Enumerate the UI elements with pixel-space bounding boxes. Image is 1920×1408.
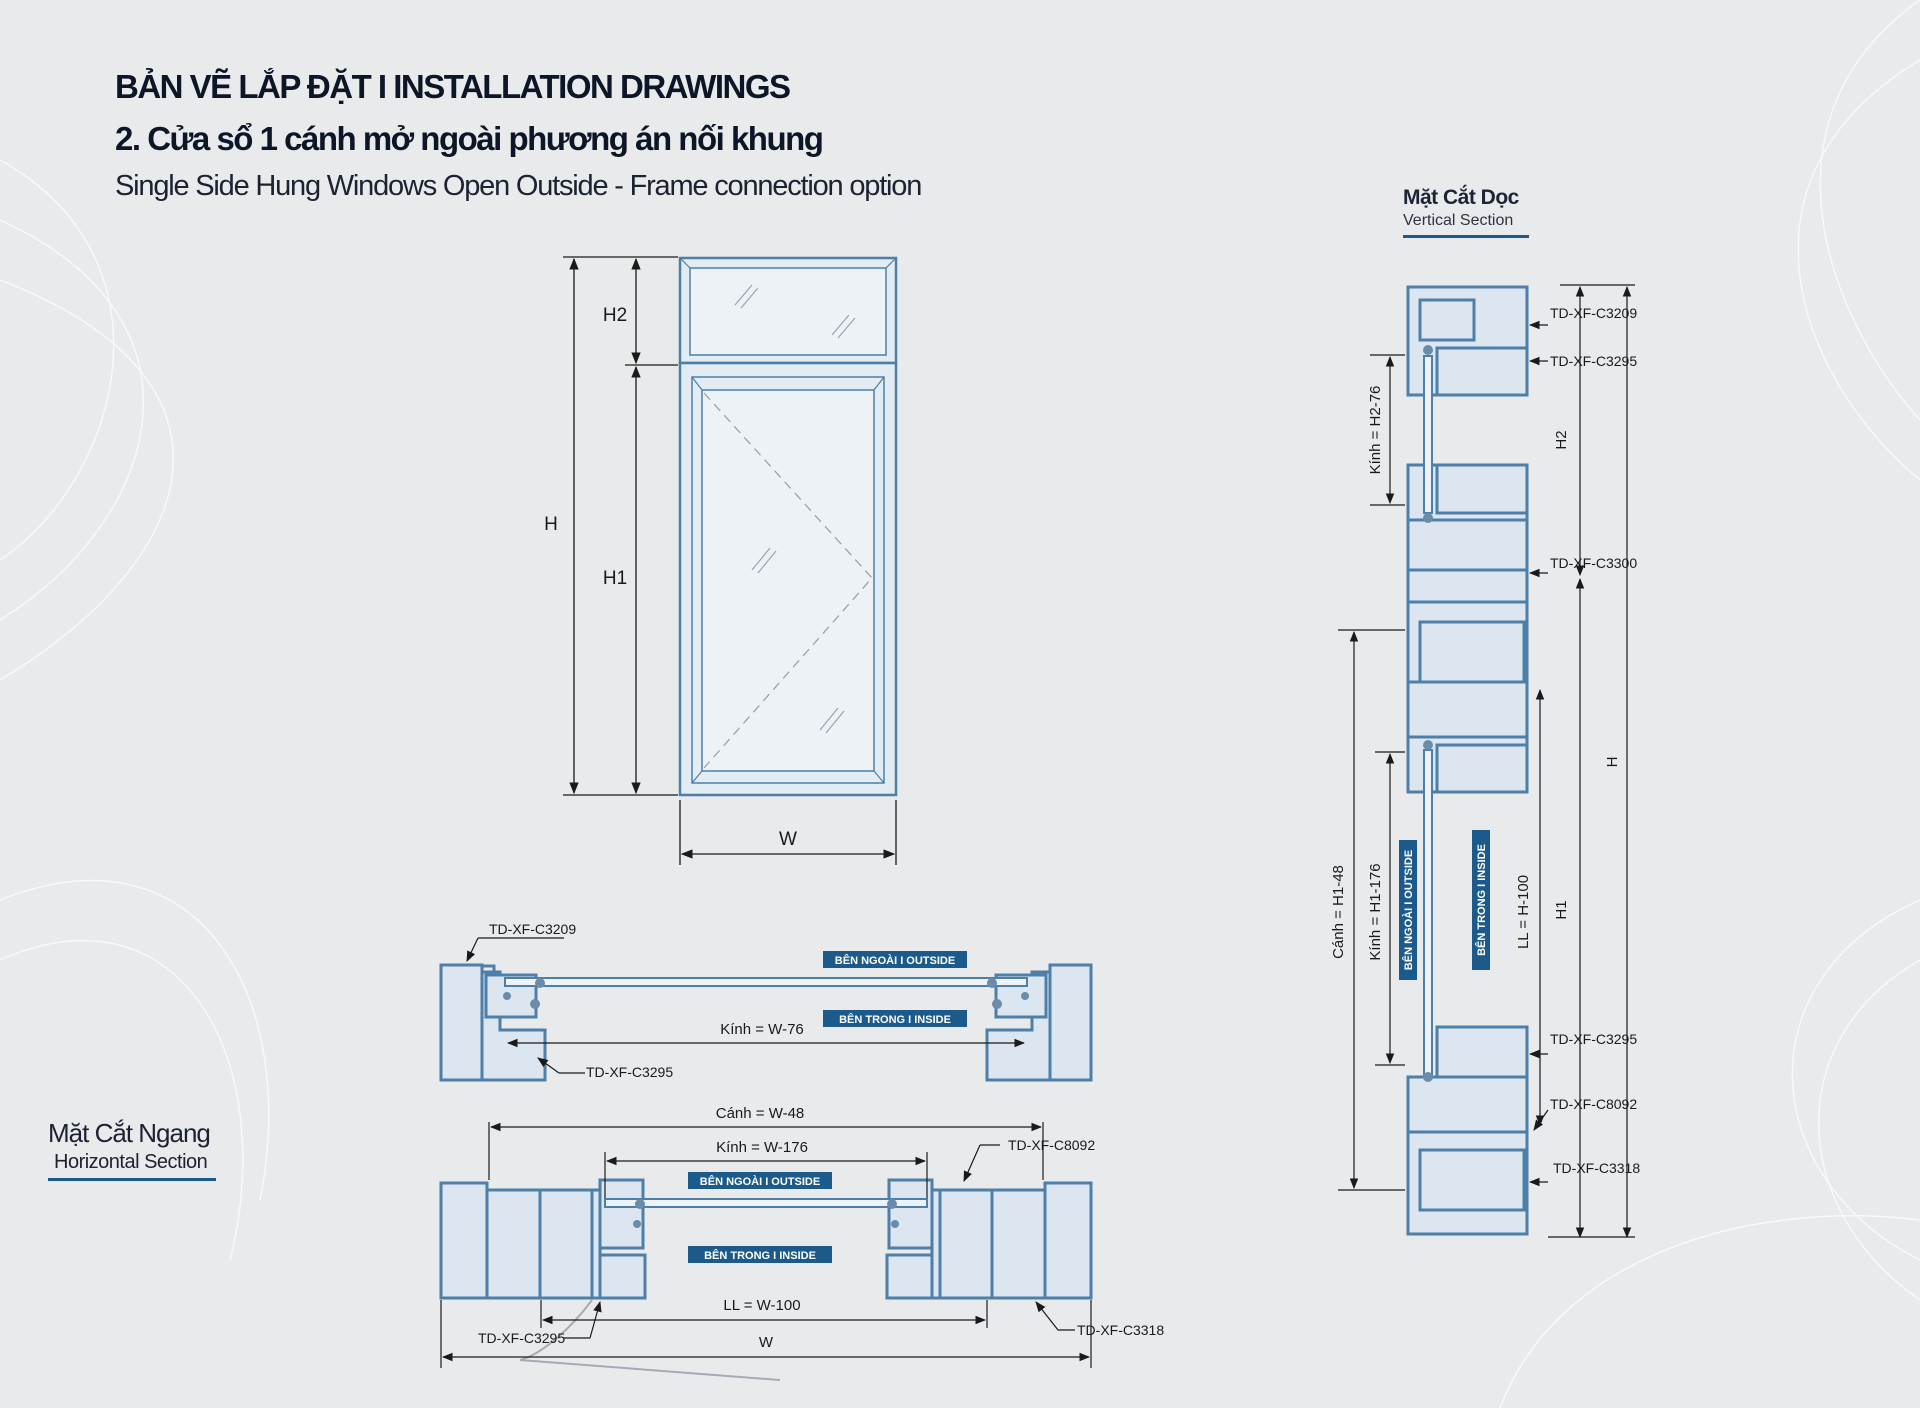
outside-tag-vertical xyxy=(1399,840,1417,980)
horizontal-section-top: BÊN NGOÀI I OUTSIDE BÊN TRONG I INSIDE K… xyxy=(439,921,1093,1082)
horizontal-section-subtitle: Horizontal Section xyxy=(54,1151,208,1173)
dim-w-bottom: W xyxy=(759,1334,774,1351)
horizontal-section-label: Mặt Cắt Ngang Horizontal Section xyxy=(48,1118,216,1181)
page-subtitle-vi: 2. Cửa sổ 1 cánh mở ngoài phương án nối … xyxy=(115,120,824,157)
profile-tag-c3295-vertical-bottom: TD-XF-C3295 xyxy=(1550,1031,1637,1047)
profile-tag-c3209-top: TD-XF-C3209 xyxy=(489,921,576,937)
glass-reflection xyxy=(734,284,856,734)
dim-glass-h2-76: Kính = H2-76 xyxy=(1367,386,1384,475)
title-block: BẢN VẼ LẮP ĐẶT I INSTALLATION DRAWINGS 2… xyxy=(115,68,922,203)
dim-h-vertical: H xyxy=(1604,757,1621,768)
profile-tag-c3295-bottom: TD-XF-C3295 xyxy=(478,1330,565,1346)
transom-glass xyxy=(689,267,887,356)
inside-tag-vertical xyxy=(1472,830,1490,970)
dim-glass-w76: Kính = W-76 xyxy=(720,1021,804,1038)
outside-tag-bottom-text: BÊN NGOÀI I OUTSIDE xyxy=(700,1175,820,1188)
profile-tag-c8092-vertical: TD-XF-C8092 xyxy=(1550,1096,1637,1112)
outside-tag-bottom xyxy=(688,1172,832,1189)
vertical-section-label: Mặt Cắt Dọc Vertical Section xyxy=(1403,186,1529,238)
profile-tag-c3318-vertical: TD-XF-C3318 xyxy=(1553,1160,1640,1176)
inside-tag-top xyxy=(823,1010,967,1027)
horizontal-section-rule xyxy=(48,1178,216,1181)
dim-glass-h1-176: Kính = H1-176 xyxy=(1367,863,1384,960)
vertical-section: BÊN NGOÀI I OUTSIDE BÊN TRONG I INSIDE xyxy=(1330,284,1640,1239)
inside-tag-top-text: BÊN TRONG I INSIDE xyxy=(839,1013,951,1026)
vertical-section-rule xyxy=(1403,235,1529,238)
profile-tag-c3295-vertical-top: TD-XF-C3295 xyxy=(1550,353,1637,369)
elevation-dimensions xyxy=(563,256,897,865)
sash-glass xyxy=(701,389,875,772)
dim-w: W xyxy=(779,829,797,850)
dim-glass-w176: Kính = W-176 xyxy=(716,1139,808,1156)
inside-tag-bottom-text: BÊN TRONG I INSIDE xyxy=(704,1249,816,1262)
opening-indicator xyxy=(703,392,873,769)
profile-tag-c3209-vertical: TD-XF-C3209 xyxy=(1550,305,1637,321)
inside-tag-vertical-text: BÊN TRONG I INSIDE xyxy=(1475,844,1488,956)
vertical-section-subtitle: Vertical Section xyxy=(1403,212,1514,229)
horizontal-section-title: Mặt Cắt Ngang xyxy=(48,1118,211,1148)
horizontal-section-bottom: BÊN NGOÀI I OUTSIDE BÊN TRONG I INSIDE C… xyxy=(439,1105,1164,1381)
outside-tag-vertical-text: BÊN NGOÀI I OUTSIDE xyxy=(1402,850,1415,970)
dim-ll-w100: LL = W-100 xyxy=(723,1297,800,1314)
profile-tag-c3318-bottom: TD-XF-C3318 xyxy=(1077,1322,1164,1338)
dim-sash-w48: Cánh = W-48 xyxy=(716,1105,805,1122)
outside-tag-top-text: BÊN NGOÀI I OUTSIDE xyxy=(835,954,955,967)
dim-h: H xyxy=(544,514,558,535)
dim-h1-vertical: H1 xyxy=(1553,900,1570,919)
profile-tag-c3300-vertical: TD-XF-C3300 xyxy=(1550,555,1637,571)
outside-tag-top xyxy=(823,951,967,968)
dim-h2-vertical: H2 xyxy=(1553,430,1570,449)
dim-h1: H1 xyxy=(603,568,627,589)
dim-ll-h100: LL = H-100 xyxy=(1515,875,1532,949)
profile-tag-c8092-bottom: TD-XF-C8092 xyxy=(1008,1137,1095,1153)
dim-sash-h1-48: Cánh = H1-48 xyxy=(1330,865,1347,959)
window-elevation: H H2 H1 W xyxy=(544,256,898,865)
profile-tag-c3295-top: TD-XF-C3295 xyxy=(586,1064,673,1080)
vertical-section-title: Mặt Cắt Dọc xyxy=(1403,186,1519,209)
dim-h2: H2 xyxy=(603,305,627,326)
page-title: BẢN VẼ LẮP ĐẶT I INSTALLATION DRAWINGS xyxy=(115,68,791,105)
page-subtitle-en: Single Side Hung Windows Open Outside - … xyxy=(115,170,922,202)
inside-tag-bottom xyxy=(688,1246,832,1263)
